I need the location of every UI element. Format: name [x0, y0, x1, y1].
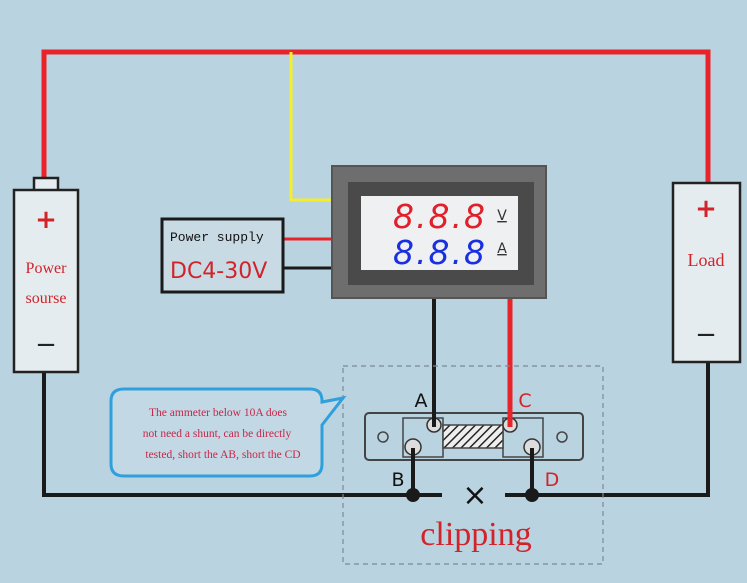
shunt	[364, 410, 584, 502]
current-unit: A	[497, 241, 507, 257]
label-d: D	[545, 469, 560, 491]
junction-b	[406, 488, 420, 502]
power-source-label-2: sourse	[26, 290, 67, 307]
power-source-label-1: Power	[26, 260, 68, 277]
callout-line-1: The ammeter below 10A does	[149, 407, 287, 419]
black-wire-bottom-right	[505, 362, 710, 497]
load-minus: −	[695, 320, 717, 350]
mount-hole-left	[377, 431, 389, 443]
load-plus: +	[695, 194, 717, 224]
power-source-minus: −	[35, 330, 57, 360]
label-c: C	[518, 390, 531, 412]
note-callout: The ammeter below 10A does not need a sh…	[109, 387, 347, 478]
load-box: + Load −	[671, 181, 742, 364]
load-label: Load	[688, 250, 725, 270]
black-wire-bottom-left	[42, 372, 442, 497]
power-supply-title: Power supply	[170, 230, 264, 245]
power-supply-box: Power supply DC4-30V	[160, 217, 285, 294]
label-a: A	[415, 390, 428, 412]
yellow-wire	[289, 52, 334, 202]
label-b: B	[391, 469, 404, 491]
power-supply-range: DC4-30V	[170, 259, 267, 284]
volt-ammeter: 8.8.8 8.8.8 V A	[331, 165, 547, 299]
cut-mark: ×	[462, 478, 487, 513]
voltage-display: 8.8.8	[393, 197, 487, 236]
power-source-battery: + Power sourse −	[12, 176, 80, 374]
junction-d	[525, 488, 539, 502]
power-source-plus: +	[35, 205, 57, 235]
shunt-region-dashed	[342, 365, 604, 565]
mount-hole-right	[556, 431, 568, 443]
current-display: 8.8.8	[393, 233, 487, 272]
clipping-label: clipping	[420, 516, 531, 553]
voltage-unit: V	[497, 208, 507, 224]
callout-line-3: tested, short the AB, short the CD	[145, 449, 300, 461]
callout-line-2: not need a shunt, can be directly	[143, 428, 292, 440]
red-wire-top	[41, 49, 711, 184]
